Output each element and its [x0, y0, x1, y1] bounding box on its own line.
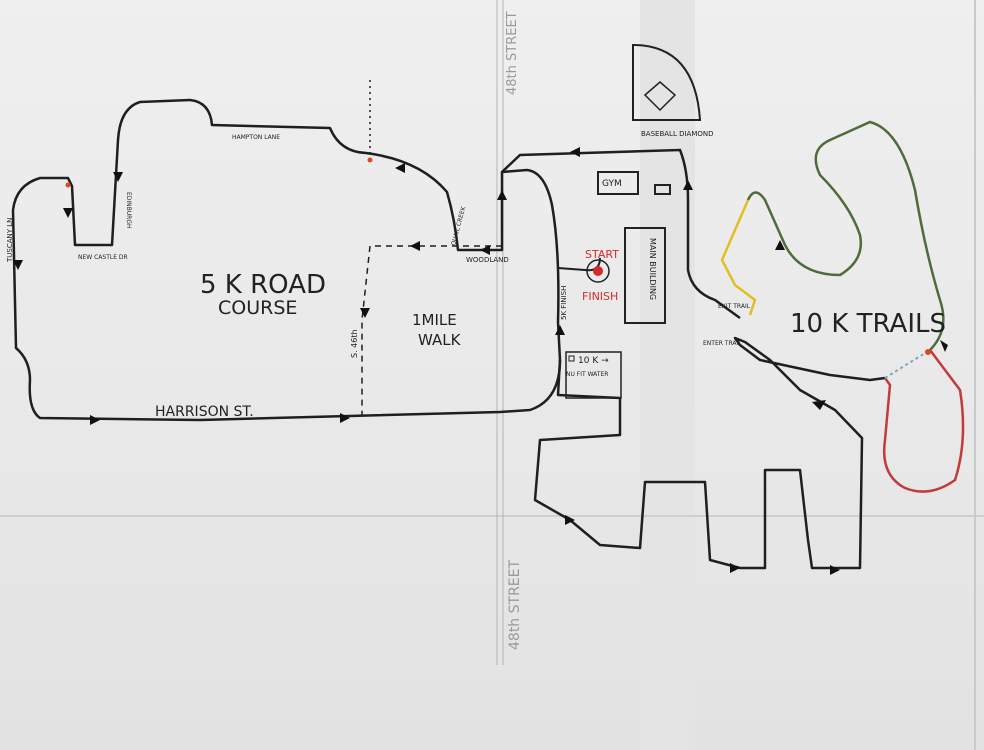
- arrow-icon: [360, 308, 370, 318]
- arrow-icon: [113, 172, 123, 182]
- hampton-lane-label: HAMPTON LANE: [232, 134, 280, 141]
- trail-blue: [884, 349, 931, 379]
- arrow-icon: [775, 240, 785, 250]
- arrow-icon: [497, 190, 507, 200]
- route-1mile-walk-dash: [361, 245, 502, 415]
- arrow-icon: [830, 565, 840, 575]
- gym-annex: [654, 184, 671, 195]
- finish-label: FINISH: [582, 290, 618, 303]
- harrison-street-label: HARRISON ST.: [155, 404, 254, 420]
- route-direction-arrows: [13, 147, 948, 575]
- arrow-icon: [570, 147, 580, 157]
- nu-fit-label: NU FIT WATER: [566, 371, 608, 378]
- walk-line-1: 1MILE: [412, 311, 457, 329]
- 5k-finish-label: 5K FINISH: [560, 286, 568, 320]
- main-building-label: MAIN BUILDING: [648, 238, 657, 300]
- start-finish-dot: [593, 266, 603, 276]
- title-line-2: COURSE: [218, 297, 297, 319]
- gym-label: GYM: [602, 179, 622, 189]
- gym-building: [597, 171, 639, 195]
- arrow-icon: [683, 180, 693, 190]
- s46th-label: S. 46th: [350, 329, 359, 358]
- 10k-marker-label: 10 K →: [578, 356, 609, 366]
- trail-red: [882, 349, 965, 493]
- new-castle-label: NEW CASTLE DR: [78, 254, 128, 261]
- arrow-icon: [730, 563, 740, 573]
- arrow-icon: [13, 260, 23, 270]
- paper-tape-strip: [640, 0, 695, 750]
- trail-yellow: [720, 199, 757, 316]
- edinburgh-label: EDINBURGH: [125, 192, 132, 229]
- main-building: [624, 227, 666, 324]
- route-upper-connector: [501, 148, 741, 320]
- baseball-label: BASEBALL DIAMOND: [641, 130, 714, 138]
- arrow-icon: [565, 515, 575, 525]
- baseball-diamond-field: [632, 43, 702, 121]
- street-48th-top-label: 48th STREET: [505, 11, 520, 95]
- nu-fit-area: [565, 351, 622, 399]
- woodland-label: WOODLAND: [466, 256, 509, 264]
- trail-green: [746, 120, 945, 351]
- arrow-icon: [812, 400, 826, 410]
- arrow-icon: [480, 245, 490, 255]
- arrow-icon: [555, 325, 565, 335]
- arrow-icon: [63, 208, 73, 218]
- arrow-icon: [90, 415, 100, 425]
- enter-trail-label: ENTER TRAIL: [703, 340, 742, 347]
- route-5k-road-course: [11, 98, 562, 422]
- title-line-1: 5 K ROAD: [200, 270, 326, 300]
- arrow-icon: [410, 241, 420, 251]
- marker-dot: [925, 349, 931, 355]
- baseball-diamond-infield: [643, 81, 677, 112]
- walk-line-2: WALK: [418, 331, 462, 349]
- trails-title: 10 K TRAILS: [790, 309, 946, 339]
- marker-dot: [65, 182, 71, 188]
- start-label: START: [585, 248, 619, 261]
- tuscany-lane-label: TUSCANY LN: [6, 218, 14, 263]
- arrow-icon: [940, 340, 948, 352]
- route-10k-lower: [533, 336, 886, 570]
- arrow-icon: [340, 413, 350, 423]
- street-48th-bottom-label: 48th STREET: [507, 560, 523, 650]
- start-finish-circle: [586, 259, 610, 283]
- marker-dot: [367, 157, 373, 163]
- nu-fit-icon: [568, 355, 575, 362]
- arrow-icon: [395, 163, 405, 173]
- exit-trail-label: EXIT TRAIL: [718, 303, 751, 310]
